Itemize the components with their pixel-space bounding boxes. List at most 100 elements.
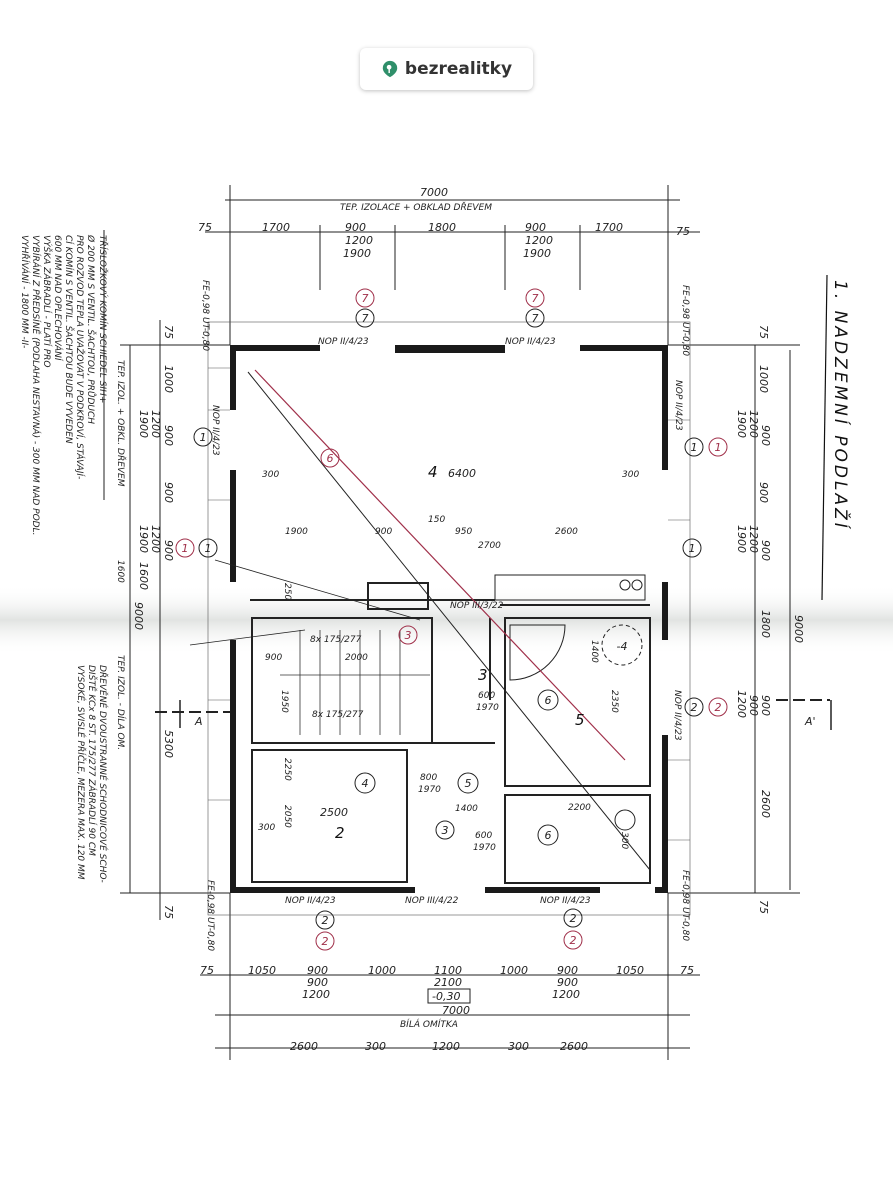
dim-note-top: TEP. IZOLACE + OBKLAD DŘEVEM [340,201,492,213]
dim: 1950 [279,690,289,713]
window-label: NOP III/3/22 [450,601,504,611]
drawing-title: 1. NADZEMNÍ PODLAŽÍ [830,280,852,531]
svg-text:7: 7 [532,292,539,305]
callout: 1 [708,437,728,457]
room-5-number: 5 [575,711,585,729]
note-line: VYSOKÉ, SVISLÉ PŘÍČLE, MEZERA MAX. 120 M… [75,665,87,880]
dim: 300 [619,832,629,849]
dim: 300 [365,1040,386,1053]
dim: 2000 [345,653,368,663]
section-diagonal [247,371,651,871]
dim: 300 [258,823,275,833]
svg-text:2: 2 [570,912,577,925]
dim: 2600 [290,1040,318,1053]
interior-dims: 300 300 1900 900 950 2600 150 2700 900 1… [258,470,639,849]
window-label: NOP II/4/23 [210,405,220,456]
callout: 2 [684,697,704,717]
room-2-dim: 2500 [320,806,348,819]
dim: 900 [307,976,328,989]
note-line: Ø 200 MM S VENTIL. ŠACHTOU, PRŮDUCH [85,234,97,424]
section-mark-right: A' [776,699,832,730]
dim: 1000 [500,964,528,977]
dim-overall-top: 7000 [420,186,448,199]
callout: 1 [198,538,218,558]
callout: 3 [435,820,455,840]
callout: 2 [708,697,728,717]
dim: 1900 [343,247,371,260]
dim-note-bottom: BÍLÁ OMÍTKA [400,1018,458,1030]
svg-text:1: 1 [691,441,698,454]
note-line: VYBÍRÁNÍ Z PŘEDSÍNĚ (PODLAHA NESTAVNÁ) -… [30,235,42,536]
callout: 6 [537,824,559,846]
dim: 1200 [345,234,373,247]
right-dimensions: 75 1000 900 1200 1900 900 900 1200 1900 … [735,325,805,914]
note-line: VÝŠKA ZÁBRADLÍ - PLATÍ PRO [41,235,53,367]
paper-fold [0,585,893,655]
location-pin-icon [382,60,398,78]
callout: 1 [175,538,195,558]
svg-text:3: 3 [442,824,449,837]
dim: 900 [557,976,578,989]
dim: 75 [162,325,175,339]
svg-text:4: 4 [362,777,369,790]
dim: 1700 [595,221,623,234]
dim: 1200 [552,988,580,1001]
dim: 2050 [282,805,292,828]
dim: 900 [759,540,772,561]
window-label: NOP II/4/23 [673,380,683,431]
dim: 75 [162,905,175,919]
callout: 6 [537,689,559,711]
note-line: PRO ROZVOD TEPLA UVAŽOVAT V PODKROVÍ, ST… [74,235,86,479]
section-label: A [194,715,203,728]
dim: 2600 [555,527,578,537]
dim: 1800 [428,221,456,234]
dim: 600 [478,691,495,701]
dim: 1200 [149,410,162,438]
dim: 1970 [473,843,496,853]
dim: 1200 [432,1040,460,1053]
dim: 1100 [434,964,462,977]
dim: 5300 [162,730,175,758]
dim: 900 [162,540,175,561]
dim: 75 [676,225,690,238]
dimension-lines [120,185,800,1060]
window-label: NOP III/4/22 [405,896,459,906]
dim: 1900 [137,525,150,553]
dim: 900 [162,425,175,446]
dim: 75 [200,964,214,977]
svg-text:5: 5 [465,777,472,790]
dim: 2250 [282,758,292,781]
dim: 2200 [568,803,591,813]
dim: 1200 [747,410,760,438]
callout: 3 [398,625,418,645]
dim: 900 [747,695,760,716]
dim: 2600 [560,1040,588,1053]
dim: 1900 [137,410,150,438]
dim: 9000 [792,615,805,643]
callout: 2 [315,910,335,930]
dim: 1700 [262,221,290,234]
room-3-number: 3 [478,666,488,684]
callout: 2 [315,931,335,951]
svg-text:2: 2 [570,934,577,947]
stair-label: 8x 175/277 [312,710,364,720]
dim: 1050 [248,964,276,977]
callout: -4 [617,640,628,653]
dim: 1050 [616,964,644,977]
svg-text:2: 2 [691,701,698,714]
dim: 75 [198,221,212,234]
note-line: DŘEVĚNÉ DVOUSTRANNÉ SCHODNICOVÉ SCHO- [97,665,109,883]
sill-label: FE-0,98 UT-0,80 [680,870,690,941]
svg-text:2: 2 [715,701,722,714]
dim: 1400 [589,640,599,663]
svg-text:2: 2 [322,935,329,948]
dim: 900 [162,482,175,503]
dim: 1200 [735,690,748,718]
dim: 900 [265,653,282,663]
room-4-dim: 6400 [448,467,476,480]
svg-text:6: 6 [327,452,334,465]
dim: 1970 [418,785,441,795]
dim: 250 [282,583,292,600]
callout: 7 [525,288,545,308]
callout: 7 [355,288,375,308]
